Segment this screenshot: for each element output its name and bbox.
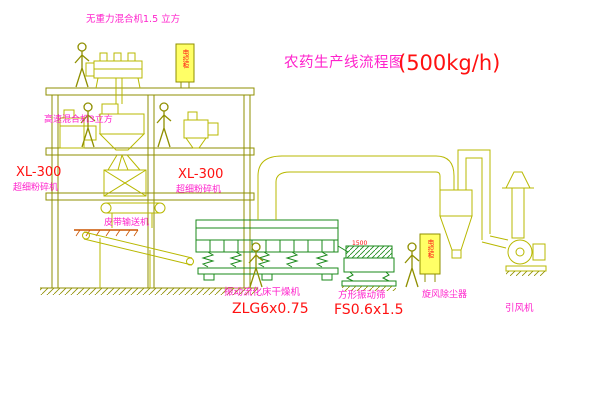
label-top-mixer: 无重力混合机1.5 立方 bbox=[86, 13, 180, 25]
label-screen-dim: 1500 bbox=[352, 240, 367, 247]
cabinet-top-text: 电控柜 bbox=[181, 48, 189, 70]
label-belt-conveyor: 皮带输送机 bbox=[104, 216, 149, 228]
high-speed-mixer bbox=[98, 103, 146, 171]
label-screen-model: FS0.6x1.5 bbox=[334, 302, 404, 318]
storage-bin bbox=[103, 169, 147, 197]
mill-center bbox=[183, 111, 219, 149]
vibrating-screen bbox=[341, 245, 397, 291]
exhaust-stack bbox=[502, 171, 534, 239]
belt-conveyor bbox=[100, 202, 166, 228]
person-figure-ground-right bbox=[404, 242, 420, 288]
label-dryer-model: ZLG6x0.75 bbox=[232, 301, 309, 317]
hs-mixer-motor bbox=[101, 103, 119, 115]
mill-center-motor bbox=[207, 122, 219, 136]
dryer-springs bbox=[201, 251, 329, 268]
mill-left bbox=[59, 109, 97, 149]
labels: 无重力混合机1.5 立方 农药生产线流程图 (500kg/h) 高速混合机3立方… bbox=[13, 13, 534, 318]
person-figure-second-floor-right bbox=[156, 102, 172, 148]
cyclone bbox=[439, 149, 509, 259]
control-cabinet-right: 电控柜 bbox=[419, 233, 441, 282]
cyclone-outlet-pipe bbox=[457, 149, 491, 234]
label-fan: 引风机 bbox=[505, 302, 534, 314]
control-cabinet-top: 电控柜 bbox=[175, 43, 195, 88]
inclined-conveyor bbox=[82, 231, 194, 288]
mixer-motor bbox=[85, 62, 95, 77]
title-main: 农药生产线流程图 bbox=[284, 54, 404, 71]
exhaust-duct bbox=[257, 155, 455, 220]
label-mill-left-name: 超细粉碎机 bbox=[13, 181, 58, 193]
label-high-speed-mixer: 高速混合机3立方 bbox=[44, 113, 113, 125]
label-dryer-name: 振动流化床干燥机 bbox=[224, 286, 301, 298]
top-mixer bbox=[85, 52, 143, 104]
screen-springs bbox=[345, 271, 390, 282]
ground-hatch bbox=[40, 288, 258, 295]
fluid-bed-dryer bbox=[195, 219, 349, 281]
label-mill-left-model: XL-300 bbox=[16, 165, 61, 180]
title-capacity: (500kg/h) bbox=[398, 51, 500, 75]
y-duct bbox=[107, 154, 141, 171]
person-figure-top-floor bbox=[74, 42, 90, 88]
label-screen-name: 方形振动筛 bbox=[338, 289, 386, 301]
mill-left-motor bbox=[83, 125, 97, 141]
cabinet-right-text: 电控柜 bbox=[426, 238, 434, 260]
label-mill-center-model: XL-300 bbox=[178, 167, 223, 182]
fan-motor bbox=[532, 243, 546, 261]
label-cyclone: 旋风除尘器 bbox=[422, 288, 467, 300]
building-structure bbox=[40, 87, 258, 295]
label-mill-center-name: 超细粉碎机 bbox=[176, 183, 221, 195]
induced-draft-fan bbox=[505, 239, 547, 276]
